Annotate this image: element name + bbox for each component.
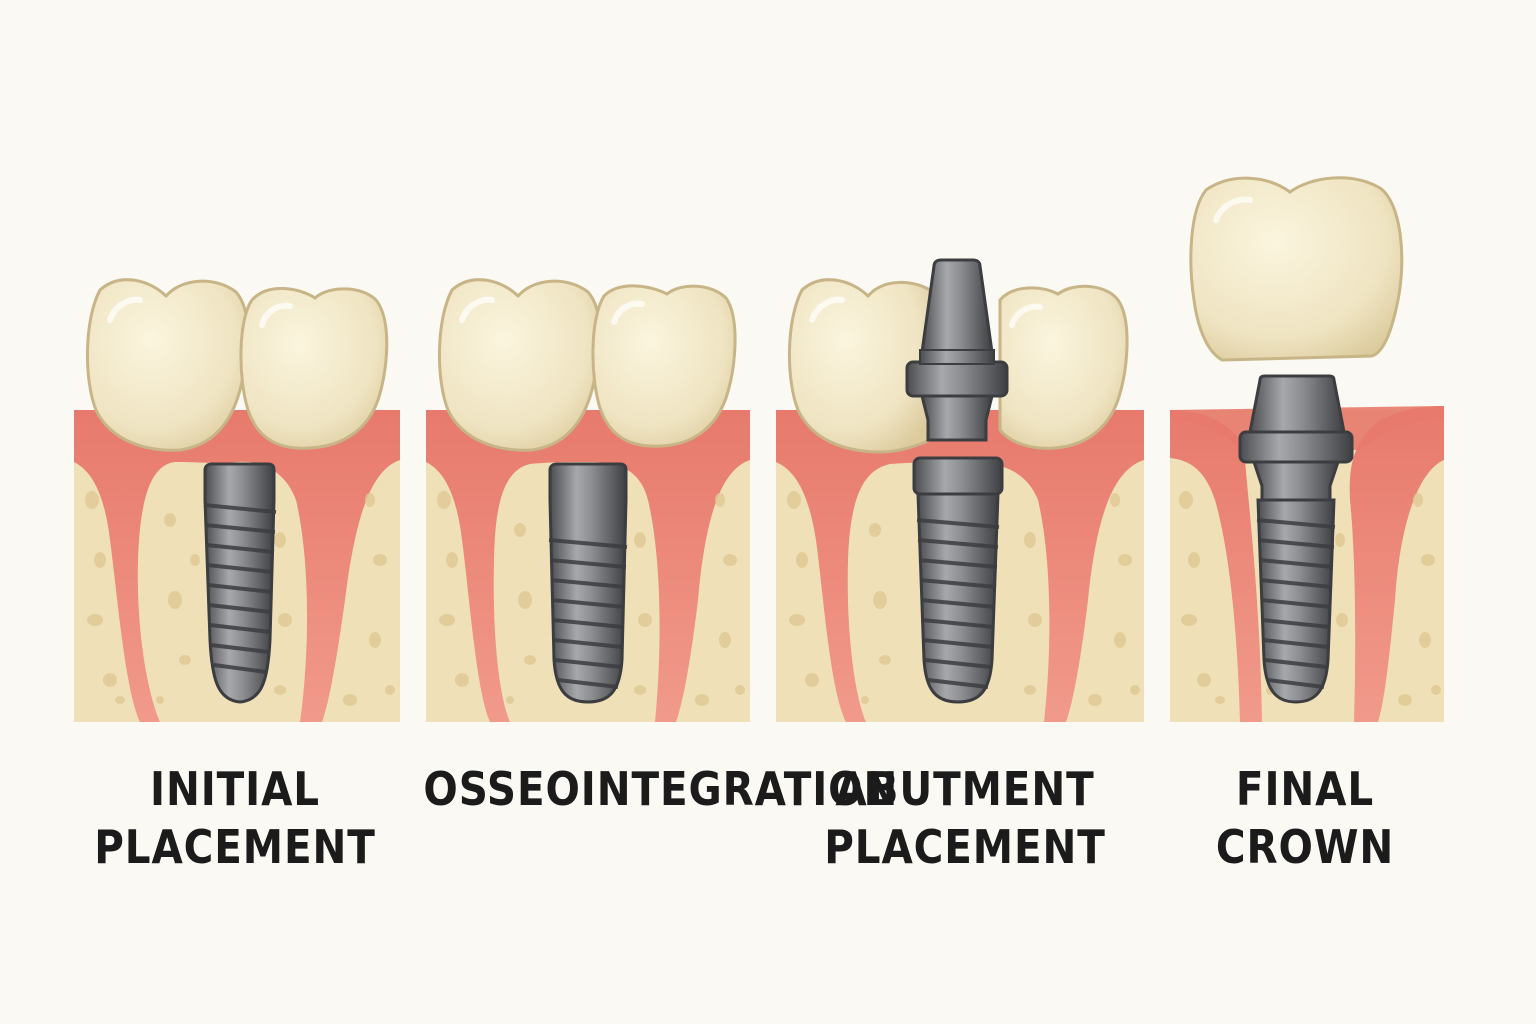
- label-line: FINAL: [1235, 762, 1375, 816]
- label-line: CROWN: [1215, 820, 1395, 874]
- tooth-right: [998, 284, 1129, 450]
- implant-screw: [548, 462, 628, 704]
- tooth-left: [438, 278, 602, 452]
- implant-screw: [1256, 498, 1336, 704]
- panel-osseointegration: [426, 278, 750, 722]
- implant-screw: [912, 456, 1004, 704]
- stage-label-final-crown: FINAL CROWN: [1186, 760, 1424, 876]
- stage-label-abutment-placement: ABUTMENT PLACEMENT: [811, 760, 1119, 876]
- stage-label-osseointegration: OSSEOINTEGRATION: [423, 760, 899, 818]
- label-line: INITIAL: [150, 762, 320, 816]
- panel-final-crown: [1170, 176, 1444, 722]
- label-line: PLACEMENT: [824, 820, 1106, 874]
- bone-pores: [787, 491, 1140, 706]
- gum-tissue: [1170, 406, 1444, 722]
- label-line: ABUTMENT: [835, 762, 1095, 816]
- gum-tissue: [776, 410, 1144, 722]
- label-line: PLACEMENT: [94, 820, 376, 874]
- gum-tissue: [74, 410, 400, 722]
- tooth-right: [591, 284, 737, 448]
- gum-tissue: [426, 410, 750, 722]
- tooth-right: [239, 286, 389, 450]
- stage-label-initial-placement: INITIAL PLACEMENT: [90, 760, 380, 876]
- bone-pores: [1179, 491, 1441, 706]
- panel-abutment-placement: [776, 258, 1144, 722]
- tooth-left: [788, 278, 932, 454]
- label-line: OSSEOINTEGRATION: [423, 762, 899, 816]
- implant-screw: [203, 462, 277, 704]
- abutment: [905, 258, 1009, 442]
- crown: [1189, 176, 1404, 362]
- panel-initial-placement: [74, 278, 400, 722]
- bone-pores: [85, 491, 395, 706]
- bone-pores: [437, 491, 745, 706]
- tooth-left: [86, 278, 250, 452]
